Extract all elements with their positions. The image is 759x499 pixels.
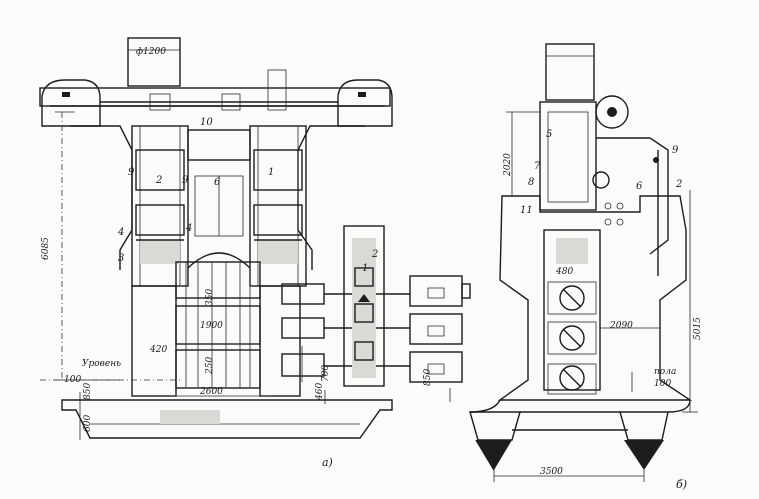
callout-9b: 9: [182, 175, 189, 186]
dim-base-600: 600: [83, 414, 93, 432]
spindles: [281, 283, 410, 377]
dim-width-3500: 3500: [540, 467, 563, 477]
dim-floor-100: 100: [654, 379, 672, 389]
left-gear-casing: [41, 79, 101, 127]
dim-height-total: 6085: [41, 237, 51, 260]
side-motor-box: [545, 43, 595, 101]
callout-4a: 4: [118, 227, 125, 238]
dim-level-850: 850: [83, 382, 93, 400]
dim-upper-2020: 2020: [503, 153, 513, 176]
dim-pass-420: 420: [150, 345, 168, 355]
dim-height-5015: 5015: [693, 317, 703, 340]
dim-depth-2090: 2090: [610, 321, 633, 331]
callout-r5: 5: [546, 129, 553, 140]
callout-3: 3: [118, 253, 125, 264]
callout-6: 6: [214, 177, 221, 188]
callout-r2: 2: [676, 179, 683, 190]
callout-10: 10: [200, 117, 213, 128]
level-word: Уровень: [82, 359, 122, 369]
callout-4b: 4: [186, 223, 193, 234]
callout-2: 2: [156, 175, 163, 186]
left-foot: [469, 411, 521, 441]
callout-r7: 7: [534, 161, 541, 172]
callout-r9: 9: [672, 145, 679, 156]
right-foot: [619, 411, 669, 441]
pinion-stand: [343, 225, 385, 387]
right-gear-casing: [337, 79, 393, 127]
callout-r8: 8: [528, 177, 535, 188]
dim-pinion-700: 700: [321, 364, 331, 382]
callout-9a: 9: [128, 167, 135, 178]
left-stand-view: [39, 37, 471, 440]
top-motor-box: [127, 37, 181, 87]
roll-ends: [559, 285, 585, 391]
base-plate: [61, 399, 393, 439]
dim-width-2600: 2600: [200, 387, 223, 397]
couplings: [409, 275, 471, 383]
callout-pinion-2: 2: [372, 249, 379, 260]
dim-roll-length: 1900: [200, 321, 223, 331]
dim-top-roll-dia: ф1200: [136, 47, 166, 57]
right-stand-view: [469, 43, 698, 482]
dim-gap-480: 480: [556, 267, 574, 277]
dim-pinion-460: 460: [315, 382, 325, 400]
callout-r11: 11: [520, 205, 533, 216]
dim-pass-250: 250: [205, 356, 215, 374]
floor-word: пола: [654, 367, 677, 377]
dim-barrel-spacing: 350: [205, 288, 215, 306]
dim-level-100: 100: [64, 375, 82, 385]
caption-a: a): [322, 456, 333, 469]
main-housing: [497, 195, 693, 401]
callout-1: 1: [268, 167, 275, 178]
caption-b: б): [676, 478, 688, 491]
callout-r6: 6: [636, 181, 643, 192]
callout-pinion-1: 1: [362, 263, 369, 274]
dim-coupling-850: 850: [423, 368, 433, 386]
